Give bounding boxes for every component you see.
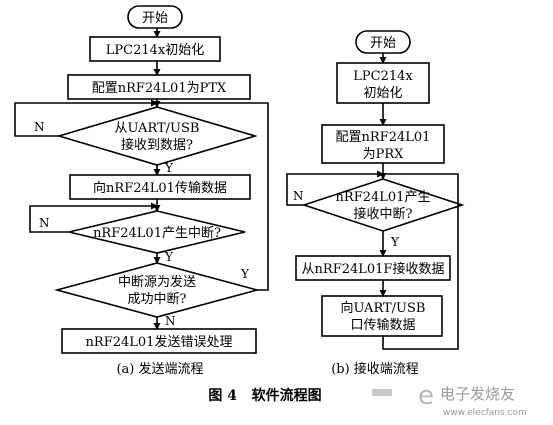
- b-loop-send-back: [382, 173, 459, 350]
- b-irq-decision: [301, 178, 465, 232]
- b-irq-label-2: 接收中断?: [354, 206, 413, 222]
- watermark-title: 电子发烧友: [440, 385, 515, 403]
- a-caption: (a) 发送端流程: [116, 361, 203, 377]
- a-src-yes-label: Y: [240, 267, 250, 281]
- a-recv-label-1: 从UART/USB: [115, 121, 200, 136]
- b-loop-irq-no: [286, 170, 384, 206]
- a-src-decision: [53, 262, 261, 318]
- b-send-label-2: 口传输数据: [350, 317, 415, 333]
- a-loop-src-yes: [157, 102, 269, 291]
- a-recv-decision: [56, 106, 258, 166]
- watermark-url: www.elecfans.com: [443, 408, 527, 418]
- a-src-label-1: 中断源为发送: [118, 274, 196, 290]
- watermark-blot: [372, 389, 392, 396]
- b-init-label-2: 初始化: [363, 86, 402, 101]
- b-config-label-2: 为PRX: [363, 147, 405, 162]
- a-config-label: 配置nRF24L01为PTX: [92, 81, 227, 96]
- watermark: e 电子发烧友 www.elecfans.com: [372, 381, 527, 418]
- a-start-terminal: [127, 5, 183, 29]
- a-recv-yes-label: Y: [164, 161, 174, 175]
- a-recv-label-2: 接收到数据?: [121, 137, 193, 153]
- a-irq-label: nRF24L01产生中断?: [93, 226, 221, 241]
- b-receive-label: 从nRF24L01F接收数据: [302, 261, 445, 277]
- a-loop-recv-no: [14, 99, 158, 137]
- b-start-label: 开始: [370, 36, 396, 51]
- figure-caption: 图 4 软件流程图: [208, 387, 321, 404]
- b-caption: (b) 接收端流程: [331, 361, 419, 377]
- a-irq-no-label: N: [39, 216, 50, 230]
- a-start-label: 开始: [142, 11, 168, 26]
- b-receive-box: [295, 255, 451, 281]
- a-error-label: nRF24L01发送错误处理: [86, 334, 233, 350]
- b-irq-no-label: N: [293, 189, 304, 203]
- watermark-logo-icon: e: [418, 381, 434, 411]
- b-init-label-1: LPC214x: [353, 69, 413, 84]
- b-irq-yes-label: Y: [390, 235, 400, 249]
- b-irq-label-1: nRF24L01产生: [336, 190, 431, 205]
- a-src-no-label: N: [165, 314, 176, 328]
- b-send-label-1: 向UART/USB: [341, 300, 426, 316]
- a-irq-yes-label: Y: [164, 250, 174, 264]
- a-src-label-2: 成功中断?: [128, 292, 187, 307]
- a-transfer-label: 向nRF24L01传输数据: [93, 180, 227, 196]
- a-init-label: LPC214x初始化: [106, 43, 204, 58]
- a-recv-no-label: N: [34, 120, 45, 134]
- a-loop-irq-no: [29, 202, 158, 233]
- b-config-label-1: 配置nRF24L01: [336, 130, 431, 145]
